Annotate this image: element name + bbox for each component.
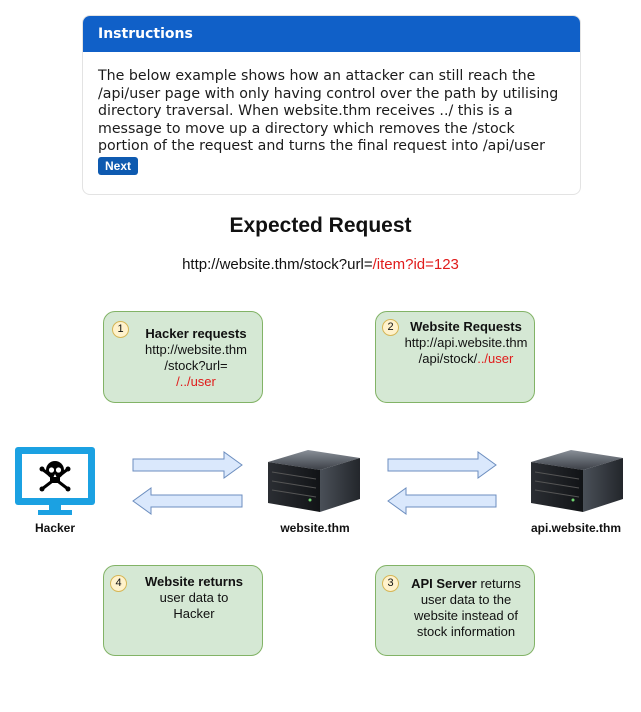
- step-1-box: 1 Hacker requests http://website.thm /st…: [103, 311, 263, 403]
- api-label: api.website.thm: [530, 521, 622, 535]
- step-3-title-rest: returns: [476, 576, 521, 591]
- hacker-monitor-icon: [15, 447, 95, 515]
- next-button[interactable]: Next: [98, 156, 139, 175]
- expected-url: http://website.thm/stock?url=/item?id=12…: [0, 256, 641, 273]
- api-server-icon: [531, 450, 623, 512]
- step-1-title: Hacker requests: [145, 326, 247, 341]
- arrow-hacker-to-website: [132, 451, 243, 479]
- diagram-title: Expected Request: [229, 214, 412, 237]
- instructions-card: Instructions The below example shows how…: [82, 15, 581, 195]
- url-prefix: http://website.thm/stock?url=: [182, 256, 373, 273]
- step-1-text: Hacker requests http://website.thm /stoc…: [132, 326, 260, 390]
- instructions-text: The below example shows how an attacker …: [98, 68, 559, 155]
- arrow-website-to-hacker: [132, 487, 243, 515]
- step-4-line1: user data to: [159, 590, 229, 605]
- step-2-line2a: /api/stock/: [418, 351, 478, 366]
- instructions-body: The below example shows how an attacker …: [83, 52, 580, 176]
- step-1-line3: /../user: [176, 374, 216, 389]
- step-2-box: 2 Website Requests http://api.website.th…: [375, 311, 535, 403]
- step-3-number: 3: [382, 575, 399, 592]
- step-4-line2: Hacker: [173, 606, 215, 621]
- hacker-label: Hacker: [34, 521, 76, 535]
- step-3-line3: stock information: [416, 624, 516, 639]
- step-1-line1: http://website.thm: [145, 342, 247, 357]
- step-1-line2: /stock?url=: [164, 358, 228, 373]
- step-3-line2: website instead of: [413, 608, 519, 623]
- website-server-icon: [268, 450, 360, 512]
- step-1-number: 1: [112, 321, 129, 338]
- step-2-number: 2: [382, 319, 399, 336]
- step-3-text: API Server returns user data to the webs…: [398, 576, 534, 640]
- step-2-line2b: ../user: [477, 351, 514, 366]
- step-4-number: 4: [110, 575, 127, 592]
- url-suffix: /item?id=123: [372, 256, 459, 273]
- step-4-box: 4 Website returns user data to Hacker: [103, 565, 263, 656]
- skull-icon: [39, 461, 71, 492]
- step-2-title: Website Requests: [410, 319, 522, 334]
- step-3-line1: user data to the: [420, 592, 512, 607]
- arrow-website-to-api: [387, 451, 497, 479]
- instructions-header: Instructions: [83, 16, 580, 52]
- step-2-text: Website Requests http://api.website.thm …: [398, 319, 534, 367]
- step-4-text: Website returns user data to Hacker: [130, 574, 258, 622]
- step-3-title: API Server: [411, 576, 477, 591]
- step-4-title: Website returns: [144, 574, 243, 589]
- website-label: website.thm: [280, 521, 350, 535]
- step-2-line1: http://api.website.thm: [404, 335, 528, 350]
- arrow-api-to-website: [387, 487, 497, 515]
- step-3-box: 3 API Server returns user data to the we…: [375, 565, 535, 656]
